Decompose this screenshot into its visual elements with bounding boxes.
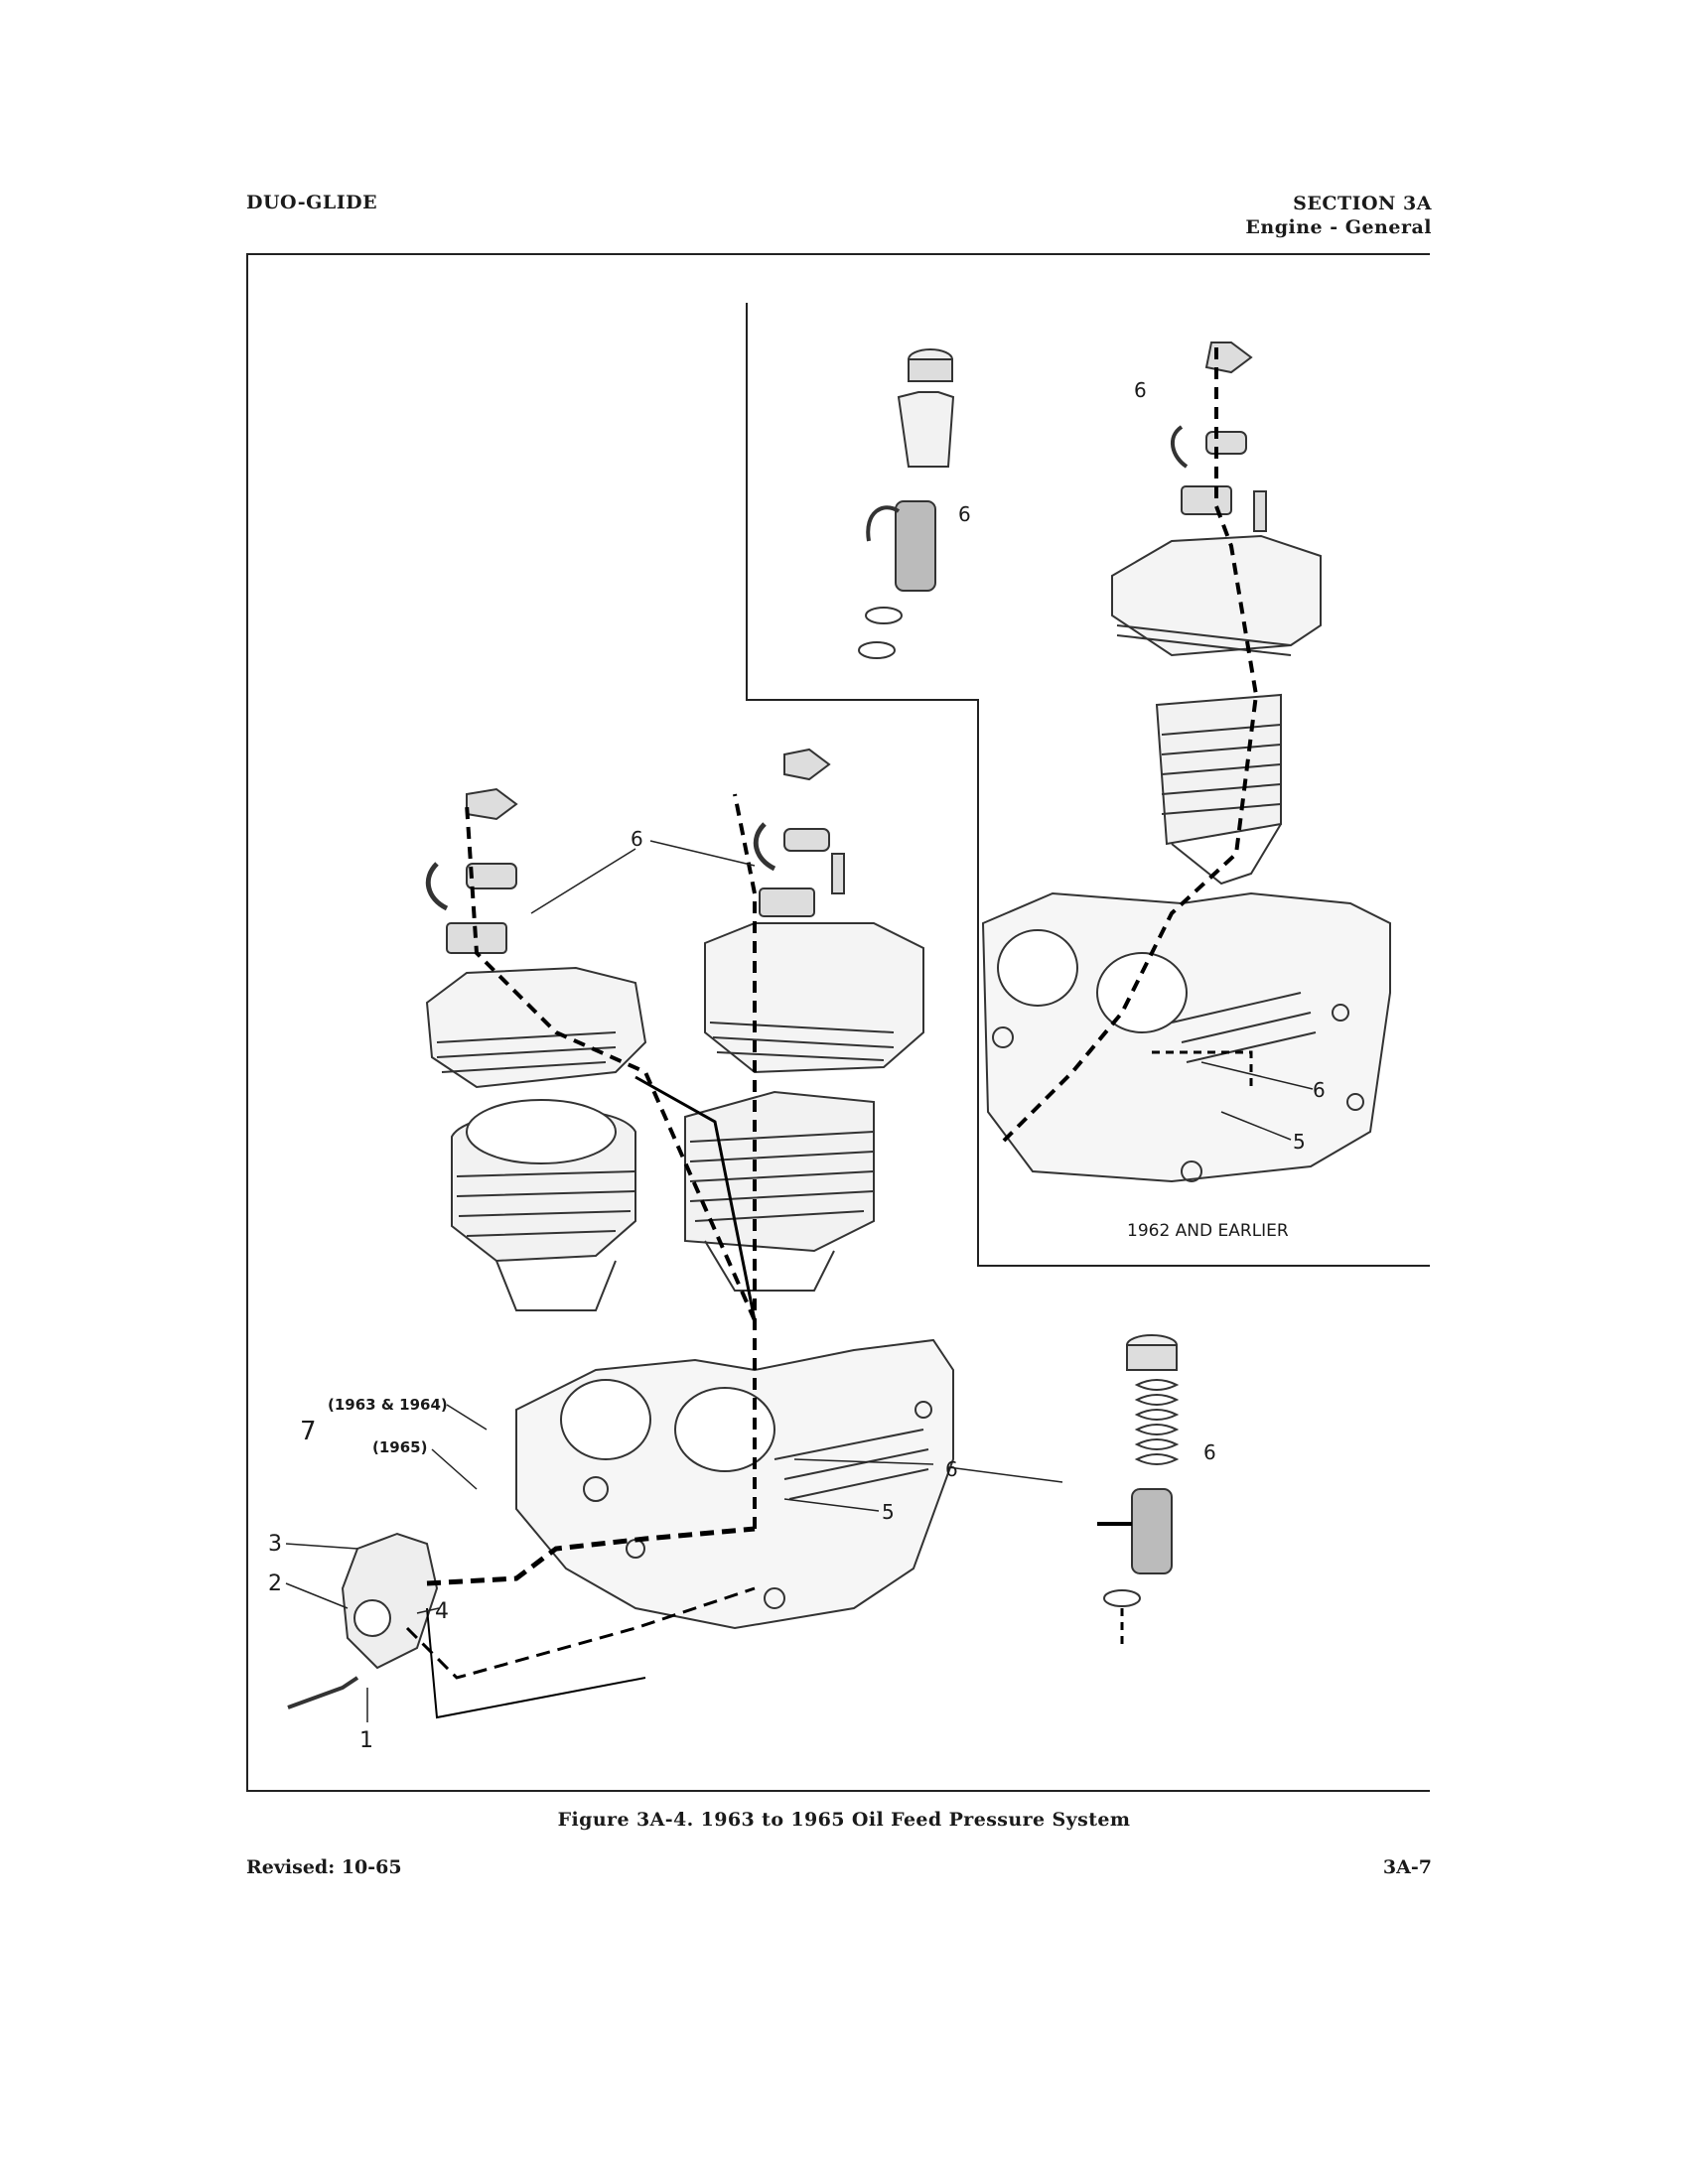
callout-1: 1 — [359, 1728, 373, 1753]
section-subtitle: Engine - General — [1245, 216, 1432, 238]
callout-6-inset-top: 6 — [1134, 378, 1147, 402]
callout-5-inset: 5 — [1293, 1130, 1306, 1154]
callout-labels: 6 6 6 6 5 6 6 5 7 (1963 & 1964) (1965) 3… — [268, 378, 1326, 1753]
callout-3: 3 — [268, 1532, 282, 1557]
callout-6-inset-filter: 6 — [958, 502, 971, 526]
running-header-section: SECTION 3A Engine - General — [1245, 192, 1432, 239]
running-header-title: DUO-GLIDE — [246, 192, 378, 213]
figure-frame — [246, 253, 1430, 1792]
section-number: SECTION 3A — [1293, 193, 1432, 214]
callout-4: 4 — [435, 1599, 449, 1624]
page-number: 3A-7 — [1382, 1856, 1432, 1878]
callout-year-1965: (1965) — [372, 1438, 427, 1456]
callout-leaders — [285, 840, 1314, 1722]
revision-date: Revised: 10-65 — [246, 1856, 402, 1878]
inset-engine-drawing — [858, 341, 1391, 1183]
callout-5-main: 5 — [882, 1500, 895, 1524]
callout-year-1963-1964: (1963 & 1964) — [328, 1396, 448, 1414]
main-engine-drawing — [287, 748, 1180, 1719]
callout-2: 2 — [268, 1571, 282, 1596]
callout-6-inset-case: 6 — [1313, 1078, 1326, 1102]
figure-caption: Figure 3A-4. 1963 to 1965 Oil Feed Press… — [557, 1809, 1131, 1831]
callout-6-main-case: 6 — [945, 1457, 958, 1481]
callout-6-lower-filter: 6 — [1203, 1440, 1216, 1464]
callout-7: 7 — [300, 1417, 317, 1446]
callout-6-main-rocker: 6 — [631, 827, 643, 851]
inset-label: 1962 AND EARLIER — [1127, 1221, 1289, 1241]
inset-border — [746, 303, 1430, 1267]
